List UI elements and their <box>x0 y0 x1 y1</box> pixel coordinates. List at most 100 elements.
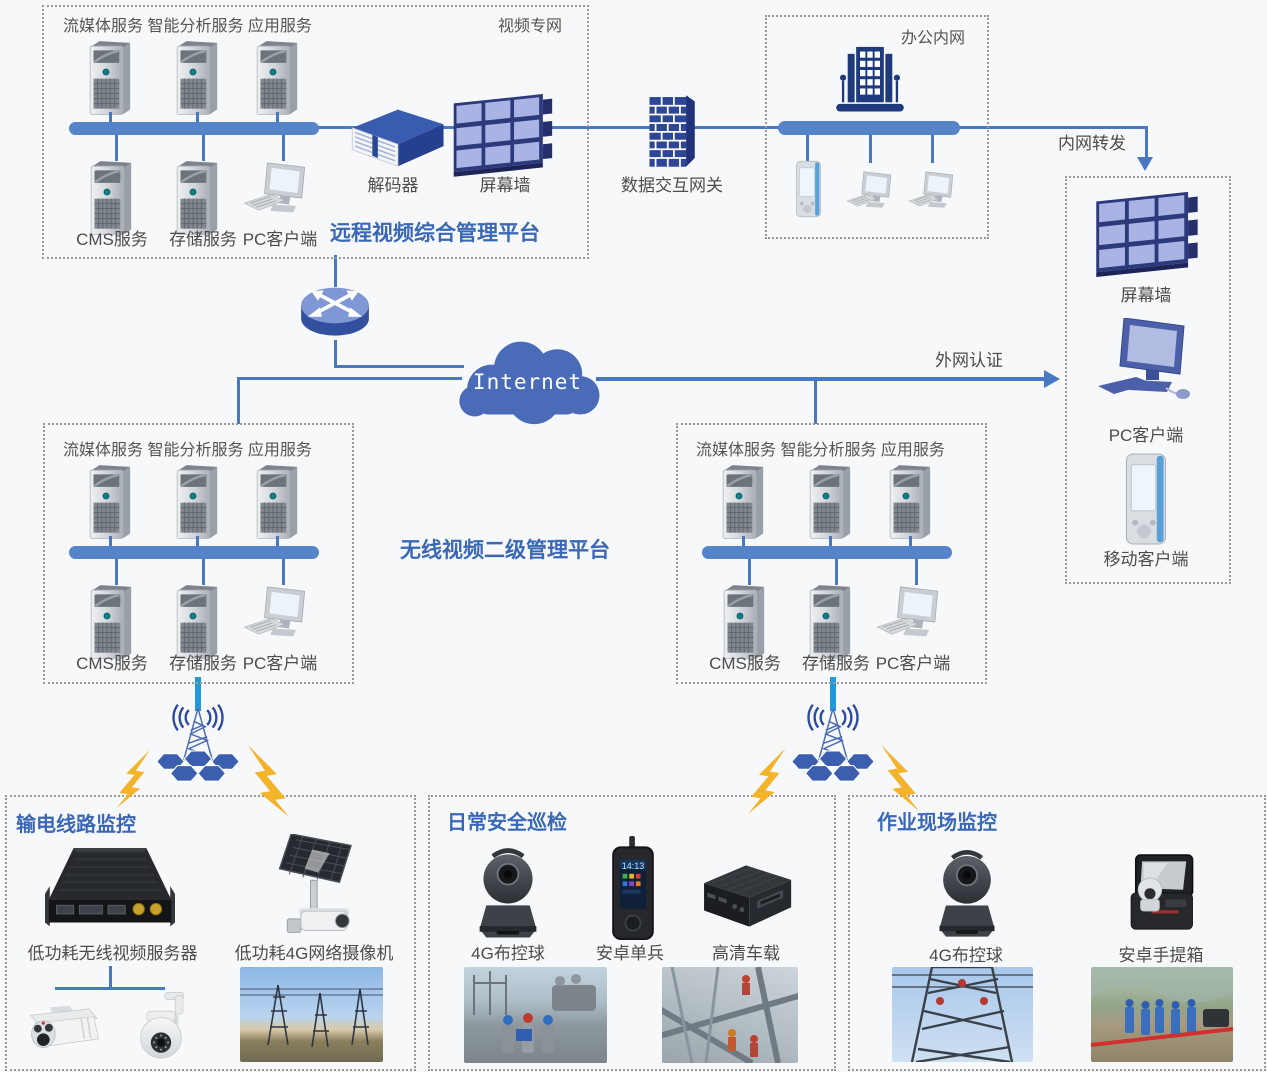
top-platform-cluster: 流媒体服务 智能分析服务 应用服务 CMS服务 存储服务 PC客户端 <box>45 8 350 258</box>
remote-platform-title: 远程视频综合管理平台 <box>330 222 540 245</box>
pylon-silhouettes <box>240 984 383 1048</box>
pc-client-blue-icon <box>1096 318 1192 404</box>
services-label: 流媒体服务 智能分析服务 应用服务 <box>63 18 312 35</box>
connector-internet-left <box>237 377 462 380</box>
server-icon <box>719 460 769 542</box>
client-screen-wall-label: 屏幕墙 <box>1120 286 1172 305</box>
internet-cloud: Internet <box>445 332 610 428</box>
desktop-icon <box>908 163 956 217</box>
connector-internet-right <box>596 377 1048 381</box>
android-suitcase-label: 安卓手提箱 <box>1118 946 1204 965</box>
box-secondary-platform-left <box>43 423 354 684</box>
server-icon <box>886 460 936 542</box>
server-icon <box>720 580 770 662</box>
box-secondary-platform-right <box>676 423 987 684</box>
secondary-platform-left-cluster: 流媒体服务 智能分析服务 应用服务 CMS服务 存储服务 PC客户端 <box>45 432 350 682</box>
stem <box>931 135 934 163</box>
scene-inspection-title: 日常安全巡检 <box>447 812 567 834</box>
services-label: 流媒体服务 智能分析服务 应用服务 <box>696 442 945 459</box>
server-icon <box>253 460 303 542</box>
cms-label: CMS服务 <box>709 654 781 673</box>
stem <box>915 559 918 585</box>
pc-client-label: PC客户端 <box>875 654 951 673</box>
wireless-uplink-right <box>830 677 836 711</box>
office-building-icon <box>830 40 910 120</box>
stem <box>202 559 205 585</box>
vehicle-dvr-icon <box>696 858 796 934</box>
server-icon <box>87 156 137 238</box>
client-pc-label: PC客户端 <box>1108 426 1184 445</box>
intranet-forward-arrowhead <box>1137 157 1153 171</box>
screen-wall-label: 屏幕墙 <box>479 176 531 195</box>
stem <box>806 135 809 163</box>
stem <box>202 135 205 161</box>
secondary-platform-title: 无线视频二级管理平台 <box>400 539 610 562</box>
stem <box>748 559 751 585</box>
bullet-camera-icon <box>26 998 108 1064</box>
extranet-auth-label: 外网认证 <box>935 351 1003 370</box>
stem <box>115 135 118 161</box>
photo-field-workers <box>1091 967 1233 1062</box>
box-remote-platform <box>42 5 589 259</box>
android-suitcase-icon <box>1120 846 1202 943</box>
4g-ball-camera-icon <box>474 846 542 942</box>
server-icon <box>806 460 856 542</box>
ptz-dome-camera-icon <box>132 992 190 1068</box>
pc-client-label: PC客户端 <box>242 230 318 249</box>
stem <box>282 135 285 161</box>
storage-label: 存储服务 <box>169 230 237 249</box>
4g-ball-camera-icon <box>934 846 1000 943</box>
stem <box>196 112 199 124</box>
intranet-forward-label: 内网转发 <box>1058 134 1126 153</box>
mobile-client-icon <box>1119 452 1173 546</box>
internet-label: Internet <box>472 370 583 394</box>
server-icon <box>253 36 303 118</box>
stem <box>742 536 745 548</box>
connector-right-platform-drop <box>814 379 817 424</box>
phone-clock: 14:13 <box>621 861 645 871</box>
box-scene-inspection <box>428 795 836 1071</box>
stem <box>109 536 112 548</box>
lightning-bolt-icon <box>108 750 164 808</box>
server-icon <box>87 580 137 662</box>
stem <box>909 536 912 548</box>
firewall-icon <box>646 88 700 174</box>
lan-bus <box>69 122 319 135</box>
pc-client-icon <box>243 584 309 640</box>
server-icon <box>86 460 136 542</box>
wireless-uplink-left <box>195 677 201 711</box>
lan-bus <box>69 546 319 559</box>
scene-worksite-title: 作业现场监控 <box>877 812 997 834</box>
cms-label: CMS服务 <box>76 654 148 673</box>
4g-ball-label: 4G布控球 <box>471 944 545 963</box>
solar-4g-camera-icon <box>262 834 357 944</box>
screen-wall-icon <box>1092 190 1200 278</box>
storage-label: 存储服务 <box>802 654 870 673</box>
decoder-label: 解码器 <box>367 176 419 195</box>
stem <box>282 559 285 585</box>
4g-ball-label: 4G布控球 <box>929 946 1003 965</box>
connector-left-platform-drop <box>237 377 240 424</box>
lan-bus <box>702 546 952 559</box>
mobile-client-label: 移动客户端 <box>1103 550 1189 569</box>
stem <box>115 559 118 585</box>
photo-tower-closeup <box>892 967 1033 1062</box>
cms-label: CMS服务 <box>76 230 148 249</box>
office-intranet-label: 办公内网 <box>901 30 966 47</box>
server-icon <box>173 580 223 662</box>
wireless-video-server-icon <box>45 840 175 940</box>
stem <box>276 536 279 548</box>
server-icon <box>173 460 223 542</box>
android-handheld-icon <box>610 836 656 940</box>
connector-office-exit-line <box>955 126 1148 129</box>
wireless-video-server-label: 低功耗无线视频服务器 <box>27 944 198 963</box>
stem <box>109 112 112 124</box>
stem <box>196 536 199 548</box>
pc-client-label: PC客户端 <box>242 654 318 673</box>
router-icon <box>297 281 373 345</box>
camera-branch-line <box>55 987 165 990</box>
stem <box>829 536 832 548</box>
scene-transmission-title: 输电线路监控 <box>16 814 136 836</box>
substation-scene <box>473 971 596 1053</box>
box-office-intranet <box>765 15 989 239</box>
